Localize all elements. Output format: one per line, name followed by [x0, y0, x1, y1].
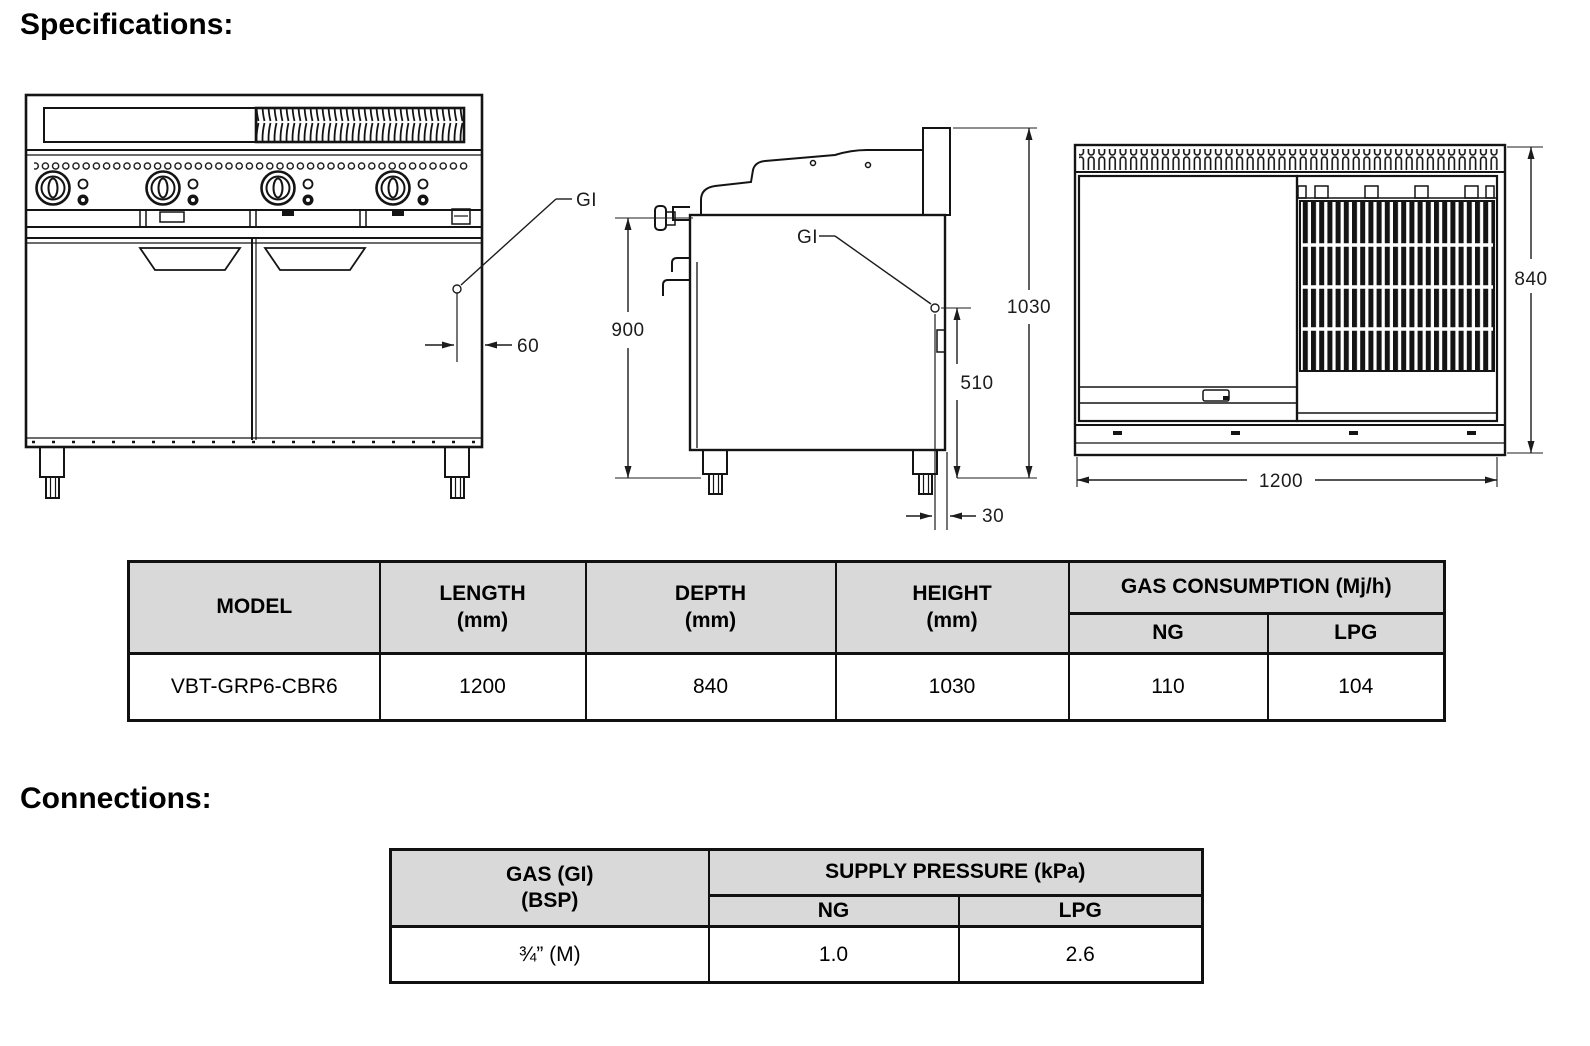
gas-ng-value: 110: [1067, 652, 1269, 722]
side-gas-inlet-height-dim: 510: [960, 373, 993, 394]
door-handle-recess: [263, 247, 367, 271]
griddle-plate: [1077, 174, 1299, 423]
connections-table-row: ¾” (M) 1.0 2.6: [389, 925, 1204, 984]
top-depth-dim: 840: [1514, 269, 1547, 290]
col-header-length: LENGTH (mm): [378, 560, 587, 655]
top-view-body: [1073, 143, 1507, 457]
front-gas-inlet-label: GI: [576, 190, 597, 211]
length-value: 1200: [378, 652, 587, 722]
chargrill-hatch-area: [254, 106, 466, 144]
control-knob: [260, 170, 315, 207]
specifications-table: MODEL LENGTH (mm) DEPTH (mm) HEIGHT (mm)…: [127, 560, 1446, 722]
col-header-gas-unit: (BSP): [521, 889, 579, 912]
gas-lpg-value: 104: [1266, 652, 1446, 722]
side-overall-height-dim: 1030: [1007, 297, 1050, 318]
side-gas-inlet-label: GI: [797, 227, 818, 248]
top-view-drawing: 840 1200: [1073, 143, 1547, 492]
side-view-body: [654, 127, 951, 495]
side-view-dimensions: [615, 127, 1037, 530]
rear-vent-slots: [1079, 149, 1501, 170]
side-front-foot: [702, 449, 728, 495]
side-view-drawing: GI 900 1030 510 30: [611, 127, 1050, 530]
left-foot: [39, 446, 65, 499]
col-header-height: HEIGHT (mm): [834, 560, 1070, 655]
pressure-ng-value: 1.0: [707, 925, 960, 984]
col-header-ng: NG: [1067, 612, 1269, 655]
side-rear-foot: [912, 449, 938, 495]
col-header-gas-label: GAS (GI): [506, 862, 594, 886]
right-foot: [444, 446, 470, 499]
col-header-conn-lpg: LPG: [957, 894, 1204, 928]
depth-value: 840: [584, 652, 837, 722]
pressure-lpg-value: 2.6: [957, 925, 1204, 984]
door-handle-recess: [138, 247, 242, 271]
spec-table-row: VBT-GRP6-CBR6 1200 840 1030 110 104: [127, 652, 1446, 722]
height-value: 1030: [834, 652, 1070, 722]
connections-heading: Connections:: [20, 782, 212, 815]
control-knob: [145, 170, 200, 207]
side-gas-inlet-rear-offset-dim: 30: [982, 506, 1004, 527]
col-header-lpg: LPG: [1266, 612, 1446, 655]
gas-connection-value: ¾” (M): [389, 925, 710, 984]
col-header-conn-ng: NG: [707, 894, 960, 928]
front-gas-inlet-offset-dim: 60: [517, 336, 539, 357]
front-view-dimensions: [425, 198, 572, 362]
col-header-depth-unit: (mm): [684, 608, 737, 632]
col-header-height-label: HEIGHT: [912, 582, 992, 606]
control-knob: [375, 170, 430, 207]
model-value: VBT-GRP6-CBR6: [127, 652, 381, 722]
top-view-dimensions: [1076, 146, 1543, 487]
control-knob: [35, 170, 90, 207]
front-view-body: [24, 93, 484, 499]
front-view-drawing: GI 60: [24, 93, 597, 499]
connections-table: GAS (GI) (BSP) SUPPLY PRESSURE (kPa) NG …: [389, 848, 1204, 984]
col-header-model: MODEL: [127, 560, 381, 655]
col-header-depth: DEPTH (mm): [584, 560, 837, 655]
top-length-dim: 1200: [1259, 471, 1303, 492]
chargrill-section: [1295, 174, 1499, 423]
col-header-gas-consumption: GAS CONSUMPTION (Mj/h): [1067, 560, 1446, 615]
vent-holes-row: [34, 160, 470, 172]
col-header-supply-pressure: SUPPLY PRESSURE (kPa): [707, 848, 1204, 897]
col-header-gas-connection: GAS (GI) (BSP): [389, 848, 710, 928]
specifications-heading: Specifications:: [20, 8, 234, 41]
side-work-height-dim: 900: [611, 320, 644, 341]
col-header-height-unit: (mm): [926, 608, 978, 632]
col-header-length-label: LENGTH: [439, 582, 526, 606]
col-header-depth-label: DEPTH: [674, 582, 747, 606]
col-header-length-unit: (mm): [456, 608, 509, 632]
